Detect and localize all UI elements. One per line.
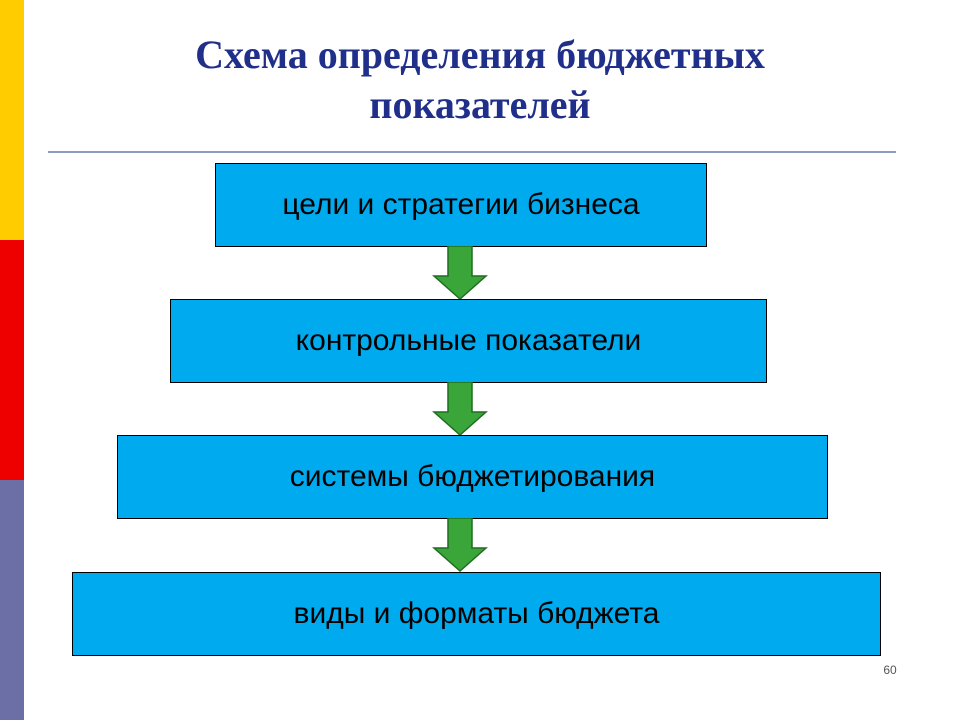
side-accent-red [0, 240, 24, 480]
step-label: виды и форматы бюджета [293, 597, 660, 630]
step-box-control-indicators: контрольные показатели [170, 299, 767, 383]
slide-title-line-2: показателей [369, 82, 591, 127]
step-box-budgeting-systems: системы бюджетирования [117, 435, 828, 519]
step-box-budget-types-formats: виды и форматы бюджета [72, 572, 881, 656]
side-accent-slate [0, 480, 24, 720]
slide-title: Схема определения бюджетных показателей [40, 30, 920, 130]
slide-title-line-1: Схема определения бюджетных [195, 32, 765, 77]
step-label: контрольные показатели [295, 324, 642, 357]
step-label: цели и стратегии бизнеса [282, 188, 640, 221]
page-number: 60 [883, 663, 897, 677]
step-box-business-goals: цели и стратегии бизнеса [215, 163, 707, 247]
side-accent-bar [0, 0, 24, 720]
down-arrow-icon [432, 246, 488, 300]
title-divider [48, 151, 896, 153]
down-arrow-icon [432, 518, 488, 572]
side-accent-yellow [0, 0, 24, 240]
down-arrow-icon [432, 382, 488, 436]
step-label: системы бюджетирования [289, 460, 656, 493]
